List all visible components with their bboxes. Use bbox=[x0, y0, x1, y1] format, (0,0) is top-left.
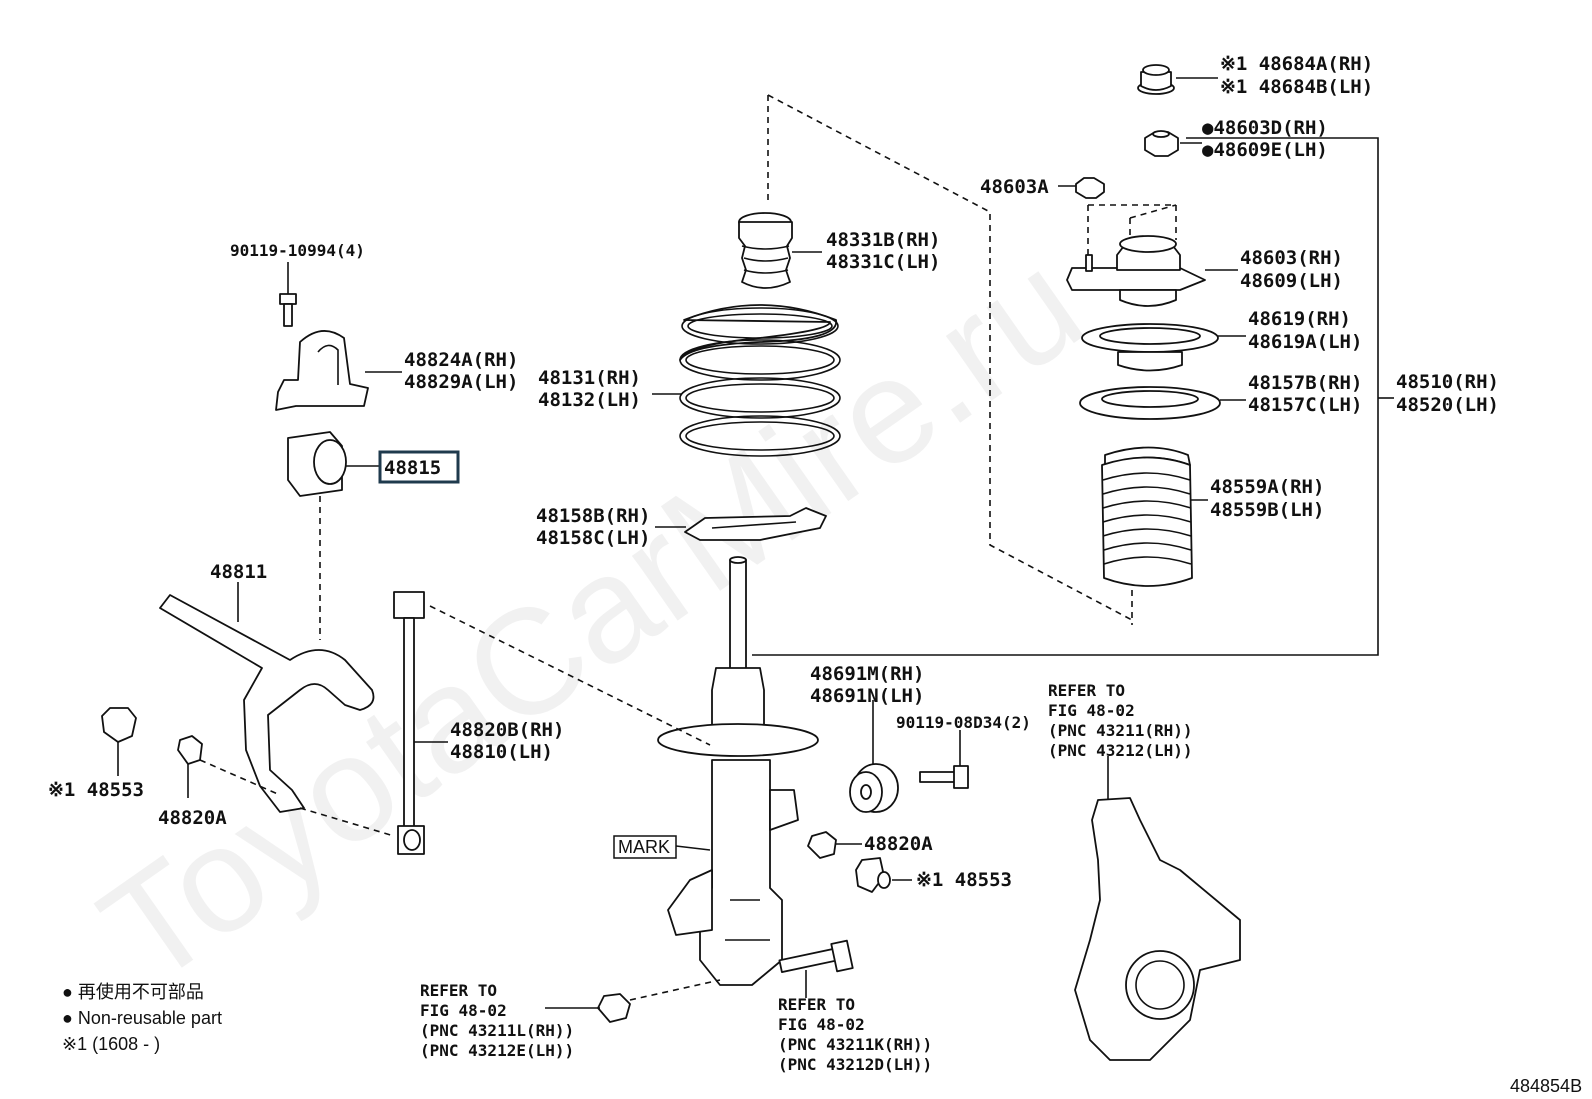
bolt-90119-10994-icon bbox=[279, 293, 297, 327]
label-48609e-lh: ●48609E(LH) bbox=[1202, 139, 1328, 161]
label-90119-08d34: 90119-08D34(2) bbox=[896, 713, 1031, 732]
nut-48553-left-icon bbox=[101, 707, 137, 743]
label-48553-left: ※1 48553 bbox=[48, 779, 144, 801]
label-48132-lh: 48132(LH) bbox=[538, 389, 641, 411]
mark-box bbox=[613, 835, 677, 859]
nut-48553-right-icon bbox=[855, 857, 891, 893]
label-48559a-rh: 48559A(RH) bbox=[1210, 476, 1324, 498]
label-48820a-left: 48820A bbox=[158, 807, 227, 829]
diagram-id: 484854B bbox=[1510, 1076, 1582, 1096]
legend-note-1: ※1 (1608 - ) bbox=[62, 1034, 160, 1054]
ref-knuckle-line1: REFER TO bbox=[1048, 681, 1125, 700]
label-90119-10994: 90119-10994(4) bbox=[230, 241, 365, 260]
label-48157c-lh: 48157C(LH) bbox=[1248, 394, 1362, 416]
upper-mount-48603-icon bbox=[1066, 235, 1206, 307]
ref-bolt-line1: REFER TO bbox=[778, 995, 855, 1014]
label-48131-rh: 48131(RH) bbox=[538, 367, 641, 389]
strut-shock-absorber-icon bbox=[657, 556, 819, 986]
label-48603-rh: 48603(RH) bbox=[1240, 247, 1343, 269]
label-48603d-rh: ●48603D(RH) bbox=[1202, 117, 1328, 139]
steering-knuckle-icon bbox=[1074, 797, 1241, 1061]
ref-bolt-line3: (PNC 43211K(RH)) bbox=[778, 1035, 932, 1054]
label-48331b-rh: 48331B(RH) bbox=[826, 229, 940, 251]
nut-48603d-icon bbox=[1144, 130, 1179, 157]
label-48157b-rh: 48157B(RH) bbox=[1248, 372, 1362, 394]
ref-nut-line3: (PNC 43211L(RH)) bbox=[420, 1021, 574, 1040]
bump-stop-48331-icon bbox=[738, 212, 793, 289]
cap-48684-icon bbox=[1137, 64, 1175, 95]
mount-dashed-box bbox=[1088, 204, 1177, 240]
spring-seat-48619-icon bbox=[1081, 323, 1219, 372]
label-48331c-lh: 48331C(LH) bbox=[826, 251, 940, 273]
ref-knuckle-line2: FIG 48-02 bbox=[1048, 701, 1135, 720]
mark-label: MARK bbox=[618, 837, 670, 857]
label-48609-lh: 48609(LH) bbox=[1240, 270, 1343, 292]
label-48553-right: ※1 48553 bbox=[916, 869, 1012, 891]
stabilizer-bracket-48824-icon bbox=[275, 330, 369, 411]
label-48815: 48815 bbox=[384, 457, 441, 479]
label-48811: 48811 bbox=[210, 561, 267, 583]
insulator-48157-icon bbox=[1079, 386, 1221, 420]
legend-non-reusable-jp: ● 再使用不可部品 bbox=[62, 982, 204, 1002]
ref-bolt-line4: (PNC 43212D(LH)) bbox=[778, 1055, 932, 1074]
label-48810-lh: 48810(LH) bbox=[450, 741, 553, 763]
label-48820b-rh: 48820B(RH) bbox=[450, 719, 564, 741]
bumper-boot-48559-icon bbox=[1101, 446, 1193, 587]
stabilizer-link-48820b-icon bbox=[393, 591, 425, 855]
bushing-48691-icon bbox=[849, 763, 899, 813]
nut-48820a-left-icon bbox=[177, 735, 203, 765]
ref-knuckle-line4: (PNC 43212(LH)) bbox=[1048, 741, 1193, 760]
label-48619a-lh: 48619A(LH) bbox=[1248, 331, 1362, 353]
label-48603a: 48603A bbox=[980, 176, 1049, 198]
label-48691m-rh: 48691M(RH) bbox=[810, 663, 924, 685]
ref-nut-line4: (PNC 43212E(LH)) bbox=[420, 1041, 574, 1060]
label-48158c-lh: 48158C(LH) bbox=[536, 527, 650, 549]
bolt-90119-08d34-icon bbox=[919, 765, 969, 789]
legend-non-reusable-en: ● Non-reusable part bbox=[62, 1008, 222, 1028]
label-48158b-rh: 48158B(RH) bbox=[536, 505, 650, 527]
stabilizer-bar-48811-icon bbox=[159, 594, 375, 813]
label-48520-lh: 48520(LH) bbox=[1396, 394, 1499, 416]
label-48684-rh: ※1 48684A(RH) bbox=[1220, 53, 1373, 75]
nut-48603a-icon bbox=[1075, 177, 1105, 199]
lower-insulator-48158-icon bbox=[684, 507, 827, 541]
label-48559b-lh: 48559B(LH) bbox=[1210, 499, 1324, 521]
label-48619-rh: 48619(RH) bbox=[1248, 308, 1351, 330]
ref-nut-line2: FIG 48-02 bbox=[420, 1001, 507, 1020]
label-48829a-lh: 48829A(LH) bbox=[404, 371, 518, 393]
nut-bottom-icon bbox=[597, 993, 631, 1023]
label-48824a-rh: 48824A(RH) bbox=[404, 349, 518, 371]
coil-spring-48131-icon bbox=[679, 304, 841, 457]
label-48684-lh: ※1 48684B(LH) bbox=[1220, 76, 1373, 98]
watermark: ToyotaCarMire.ru bbox=[72, 219, 1111, 1016]
ref-bolt-line2: FIG 48-02 bbox=[778, 1015, 865, 1034]
label-48820a-right: 48820A bbox=[864, 833, 933, 855]
nut-48820a-right-icon bbox=[807, 831, 837, 859]
bolt-bottom-icon bbox=[778, 939, 854, 974]
assembly-48510-bracket bbox=[752, 137, 1379, 656]
stabilizer-bushing-48815-icon bbox=[287, 431, 347, 497]
label-48510-rh: 48510(RH) bbox=[1396, 371, 1499, 393]
label-48691n-lh: 48691N(LH) bbox=[810, 685, 924, 707]
part-48815-highlight-box bbox=[378, 450, 460, 484]
ref-nut-line1: REFER TO bbox=[420, 981, 497, 1000]
assembly-dashed-outline bbox=[767, 94, 1133, 621]
ref-knuckle-line3: (PNC 43211(RH)) bbox=[1048, 721, 1193, 740]
